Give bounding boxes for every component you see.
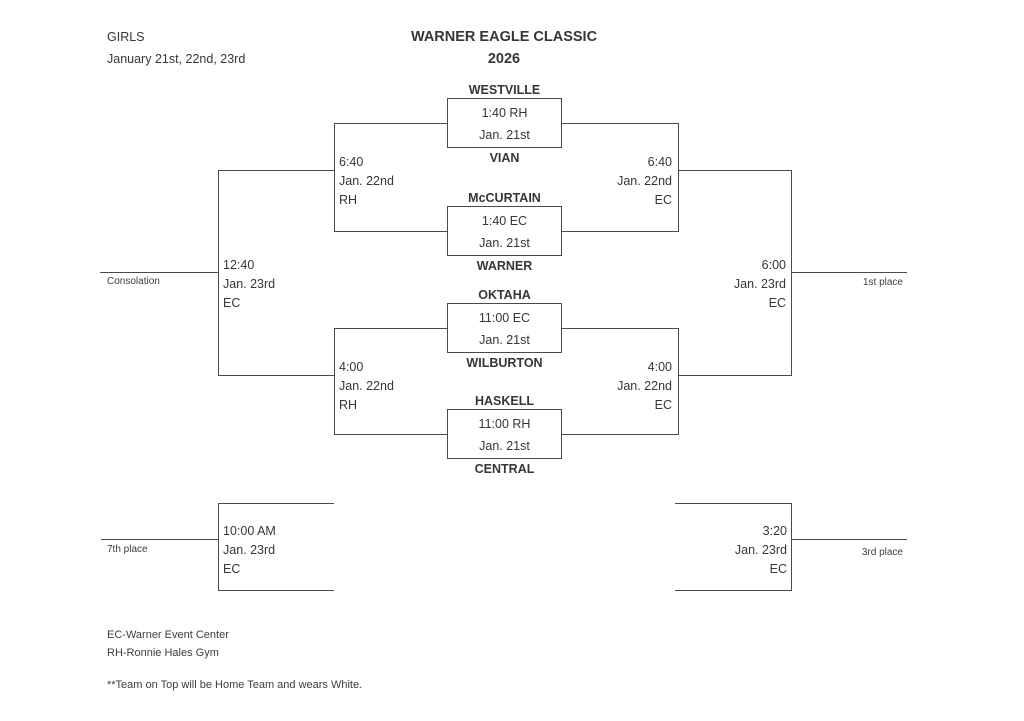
game-venue: RH bbox=[339, 398, 358, 412]
first-place-line bbox=[791, 272, 907, 273]
seventh-place-game: 10:00 AM Jan. 23rd EC bbox=[223, 522, 276, 579]
connector-line bbox=[218, 170, 219, 376]
game-venue: RH bbox=[339, 193, 358, 207]
game-date: Jan. 21st bbox=[479, 128, 530, 142]
connector-line bbox=[218, 503, 334, 504]
connector-line bbox=[791, 503, 792, 591]
semifinal-left-bottom: 4:00 Jan. 22nd RH bbox=[339, 358, 394, 415]
semifinal-left-top: 6:40 Jan. 22nd RH bbox=[339, 153, 394, 210]
connector-line bbox=[678, 170, 791, 171]
connector-line bbox=[218, 375, 335, 376]
team-name: McCURTAIN bbox=[468, 191, 541, 205]
connector-line bbox=[334, 123, 335, 232]
team-name: WARNER bbox=[476, 259, 533, 273]
connector-line bbox=[678, 375, 791, 376]
connector-line bbox=[562, 231, 678, 232]
first-place-label: 1st place bbox=[862, 277, 903, 288]
game-time: 1:40 EC bbox=[481, 214, 528, 228]
division-label: GIRLS bbox=[107, 30, 145, 44]
game-date: Jan. 23rd bbox=[734, 543, 787, 557]
connector-line bbox=[334, 328, 335, 435]
game-date: Jan. 22nd bbox=[339, 174, 394, 188]
game-date: Jan. 22nd bbox=[617, 174, 672, 188]
semifinal-right-top: 6:40 Jan. 22nd EC bbox=[617, 153, 672, 210]
game-date: Jan. 21st bbox=[479, 333, 530, 347]
team-name: VIAN bbox=[489, 151, 520, 165]
game-box: 11:00 RH Jan. 21st bbox=[447, 409, 562, 459]
team-name: HASKELL bbox=[474, 394, 535, 408]
team-name: CENTRAL bbox=[474, 462, 535, 476]
game-time: 3:20 bbox=[762, 524, 787, 538]
header-center: WARNER EAGLE CLASSIC 2026 bbox=[302, 26, 706, 70]
game-date: Jan. 23rd bbox=[733, 277, 786, 291]
connector-line bbox=[678, 123, 679, 232]
third-place-game: 3:20 Jan. 23rd EC bbox=[735, 522, 787, 579]
game-time: 4:00 bbox=[647, 360, 672, 374]
game-venue: EC bbox=[654, 193, 672, 207]
header-left: GIRLS January 21st, 22nd, 23rd bbox=[107, 26, 245, 70]
connector-line bbox=[678, 328, 679, 435]
game-venue: EC bbox=[223, 296, 241, 310]
connector-line bbox=[334, 328, 447, 329]
semifinal-right-bottom: 4:00 Jan. 22nd EC bbox=[617, 358, 672, 415]
consolation-game: 12:40 Jan. 23rd EC bbox=[223, 256, 275, 313]
connector-line bbox=[218, 503, 219, 591]
team-name: WILBURTON bbox=[466, 356, 543, 370]
third-place-label: 3rd place bbox=[861, 547, 903, 558]
game-time: 12:40 bbox=[223, 258, 255, 272]
game-time: 6:40 bbox=[647, 155, 672, 169]
game-box: 11:00 EC Jan. 21st bbox=[447, 303, 562, 353]
tournament-dates: January 21st, 22nd, 23rd bbox=[107, 52, 246, 66]
connector-line bbox=[562, 434, 678, 435]
connector-line bbox=[334, 231, 447, 232]
connector-line bbox=[218, 170, 335, 171]
game-date: Jan. 23rd bbox=[223, 543, 276, 557]
home-team-note: **Team on Top will be Home Team and wear… bbox=[107, 679, 363, 691]
game-venue: EC bbox=[654, 398, 672, 412]
game-date: Jan. 21st bbox=[479, 236, 530, 250]
game-date: Jan. 22nd bbox=[339, 379, 394, 393]
connector-line bbox=[562, 123, 678, 124]
game-time: 11:00 RH bbox=[478, 417, 531, 431]
tournament-year: 2026 bbox=[487, 51, 521, 67]
connector-line bbox=[218, 590, 334, 591]
connector-line bbox=[562, 328, 678, 329]
game-date: Jan. 23rd bbox=[223, 277, 276, 291]
tournament-title: WARNER EAGLE CLASSIC bbox=[410, 29, 598, 45]
game-time: 10:00 AM bbox=[223, 524, 276, 538]
team-name: OKTAHA bbox=[478, 288, 531, 302]
game-date: Jan. 21st bbox=[479, 439, 530, 453]
championship-game: 6:00 Jan. 23rd EC bbox=[734, 256, 786, 313]
game-time: 6:40 bbox=[339, 155, 364, 169]
connector-line bbox=[675, 590, 791, 591]
connector-line bbox=[791, 170, 792, 376]
game-date: Jan. 22nd bbox=[617, 379, 672, 393]
consolation-label: Consolation bbox=[107, 276, 160, 287]
seventh-place-line bbox=[101, 539, 218, 540]
game-time: 1:40 RH bbox=[481, 106, 528, 120]
connector-line bbox=[675, 503, 791, 504]
game-box: 1:40 RH Jan. 21st bbox=[447, 98, 562, 148]
connector-line bbox=[334, 123, 447, 124]
seventh-place-label: 7th place bbox=[107, 544, 148, 555]
game-box: 1:40 EC Jan. 21st bbox=[447, 206, 562, 256]
venue-legend-rh: RH-Ronnie Hales Gym bbox=[107, 647, 219, 659]
connector-line bbox=[334, 434, 447, 435]
game-venue: EC bbox=[223, 562, 241, 576]
third-place-line bbox=[791, 539, 907, 540]
consolation-line bbox=[100, 272, 218, 273]
game-venue: EC bbox=[769, 562, 787, 576]
game-time: 6:00 bbox=[761, 258, 786, 272]
venue-legend-ec: EC-Warner Event Center bbox=[107, 629, 229, 641]
team-name: WESTVILLE bbox=[468, 83, 541, 97]
game-time: 11:00 EC bbox=[478, 311, 531, 325]
game-venue: EC bbox=[768, 296, 786, 310]
game-time: 4:00 bbox=[339, 360, 364, 374]
